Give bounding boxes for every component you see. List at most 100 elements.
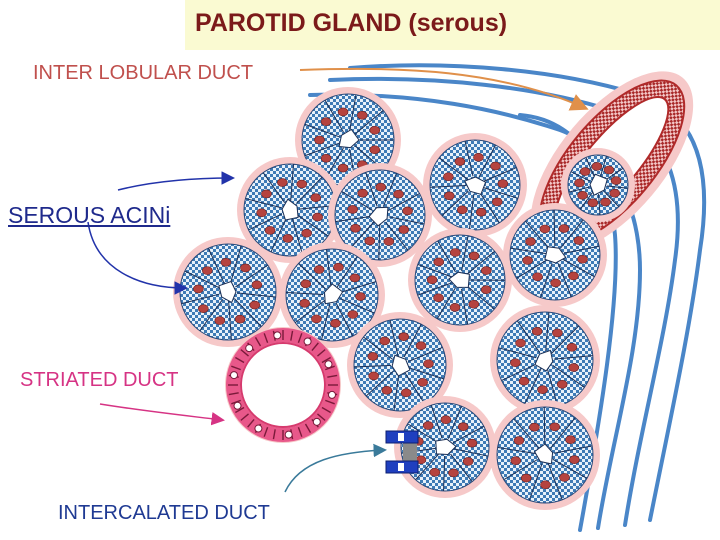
acinus-nucleus	[552, 328, 563, 338]
acinus-nucleus	[249, 300, 261, 310]
acinus-nucleus	[448, 468, 459, 478]
acinus-nucleus	[234, 314, 246, 324]
acinus-lumen	[589, 173, 608, 196]
acinus-nucleus	[577, 254, 588, 264]
acinus-nucleus	[490, 161, 501, 171]
acinus-nucleus	[368, 371, 379, 381]
acinus-nucleus	[314, 135, 325, 145]
acinus-nucleus	[466, 438, 478, 448]
acinus-nucleus	[198, 304, 209, 313]
acinus-nucleus	[473, 153, 484, 162]
acinus-nucleus	[568, 271, 579, 281]
striated-duct-nucleus	[273, 331, 282, 340]
acinus-nucleus	[510, 358, 521, 368]
acinus-nucleus	[300, 279, 312, 289]
serous-acini-label: SEROUS ACINi	[8, 202, 171, 228]
striated-duct-arrow	[99, 403, 225, 426]
serous-acinus	[490, 305, 600, 415]
acinus-nucleus	[337, 107, 349, 117]
acinus-nucleus	[312, 212, 323, 222]
acinus-nucleus	[383, 237, 395, 246]
acinus-lumen	[448, 271, 470, 288]
acinus-nucleus	[423, 359, 434, 369]
acinus-nucleus	[422, 421, 434, 430]
acinus-nucleus	[400, 388, 412, 398]
serous-acini-group	[173, 87, 635, 510]
serous-acini-arrow-lower	[87, 221, 188, 295]
acinus-nucleus	[540, 480, 551, 490]
acinus-nucleus	[525, 237, 536, 246]
acinus-nucleus	[449, 303, 461, 312]
acinus-nucleus	[475, 207, 487, 217]
acinus-nucleus	[568, 363, 580, 372]
acinus-nucleus	[202, 266, 213, 275]
acinus-nucleus	[330, 319, 341, 328]
acinus-nucleus	[426, 275, 438, 285]
acinus-nucleus	[515, 338, 526, 348]
acinus-nucleus	[277, 178, 288, 187]
acinus-nucleus	[350, 223, 361, 233]
acinus-lumen	[533, 443, 554, 465]
acinus-nucleus	[550, 278, 561, 288]
acinus-nucleus	[349, 273, 361, 283]
diagram-title: PAROTID GLAND (serous)	[195, 9, 508, 37]
acinus-nucleus	[454, 157, 466, 166]
acinus-nucleus	[256, 208, 267, 218]
acinus-nucleus	[417, 378, 428, 387]
acinus-nucleus	[299, 298, 311, 308]
acinus-nucleus	[393, 189, 404, 199]
acinus-nucleus	[320, 117, 332, 126]
acinus-nucleus	[591, 162, 603, 171]
serous-acinus	[173, 237, 283, 347]
serous-acinus	[490, 400, 600, 510]
acinus-nucleus	[610, 176, 622, 185]
acinus-nucleus	[532, 272, 543, 282]
acinus-nucleus	[337, 163, 349, 173]
intercalated-duct-label: INTERCALATED DUCT	[58, 502, 270, 524]
serous-acinus	[328, 163, 432, 267]
acinus-nucleus	[579, 167, 591, 176]
intercalated-duct-bridge-bottom	[398, 463, 404, 471]
acinus-lumen	[218, 280, 237, 304]
acinus-nucleus	[603, 165, 615, 175]
acinus-lumen	[435, 438, 457, 456]
acinus-nucleus	[369, 145, 381, 155]
interlobular-duct-arrow	[299, 67, 589, 111]
acinus-lumen	[464, 176, 487, 195]
acinus-nucleus	[301, 228, 312, 238]
acinus-nucleus	[375, 182, 387, 192]
acinus-nucleus	[491, 197, 503, 207]
serous-acinus	[394, 396, 496, 498]
acinus-nucleus	[296, 179, 308, 189]
acinus-nucleus	[369, 125, 381, 135]
intercalated-duct	[385, 430, 419, 474]
intercalated-duct-arrow	[284, 443, 387, 493]
striated-duct-nucleus	[328, 390, 337, 399]
acinus-nucleus	[443, 172, 454, 182]
acinus-nucleus	[537, 385, 548, 394]
acinus-nucleus	[468, 251, 480, 261]
striated-duct	[225, 327, 341, 443]
acinus-nucleus	[440, 415, 452, 425]
striated-duct-nucleus	[284, 430, 293, 439]
acinus-nucleus	[565, 435, 576, 445]
acinus-lumen	[368, 206, 389, 227]
acinus-nucleus	[497, 179, 509, 188]
acinus-nucleus	[513, 436, 525, 445]
acinus-nucleus	[480, 285, 492, 294]
acinus-nucleus	[355, 292, 366, 301]
serous-acinus	[408, 228, 512, 332]
acinus-nucleus	[415, 341, 427, 351]
acinus-nucleus	[587, 198, 599, 208]
striated-duct-nucleus	[254, 424, 263, 433]
intercalated-duct-connector	[403, 443, 417, 461]
serous-acinus	[347, 312, 453, 418]
acinus-lumen	[323, 283, 344, 305]
acinus-nucleus	[214, 316, 226, 325]
serous-acinus	[279, 242, 385, 348]
acinus-nucleus	[522, 256, 533, 265]
striated-duct-nucleus	[229, 371, 238, 380]
acinus-nucleus	[443, 191, 455, 201]
acinus-nucleus	[539, 224, 551, 234]
